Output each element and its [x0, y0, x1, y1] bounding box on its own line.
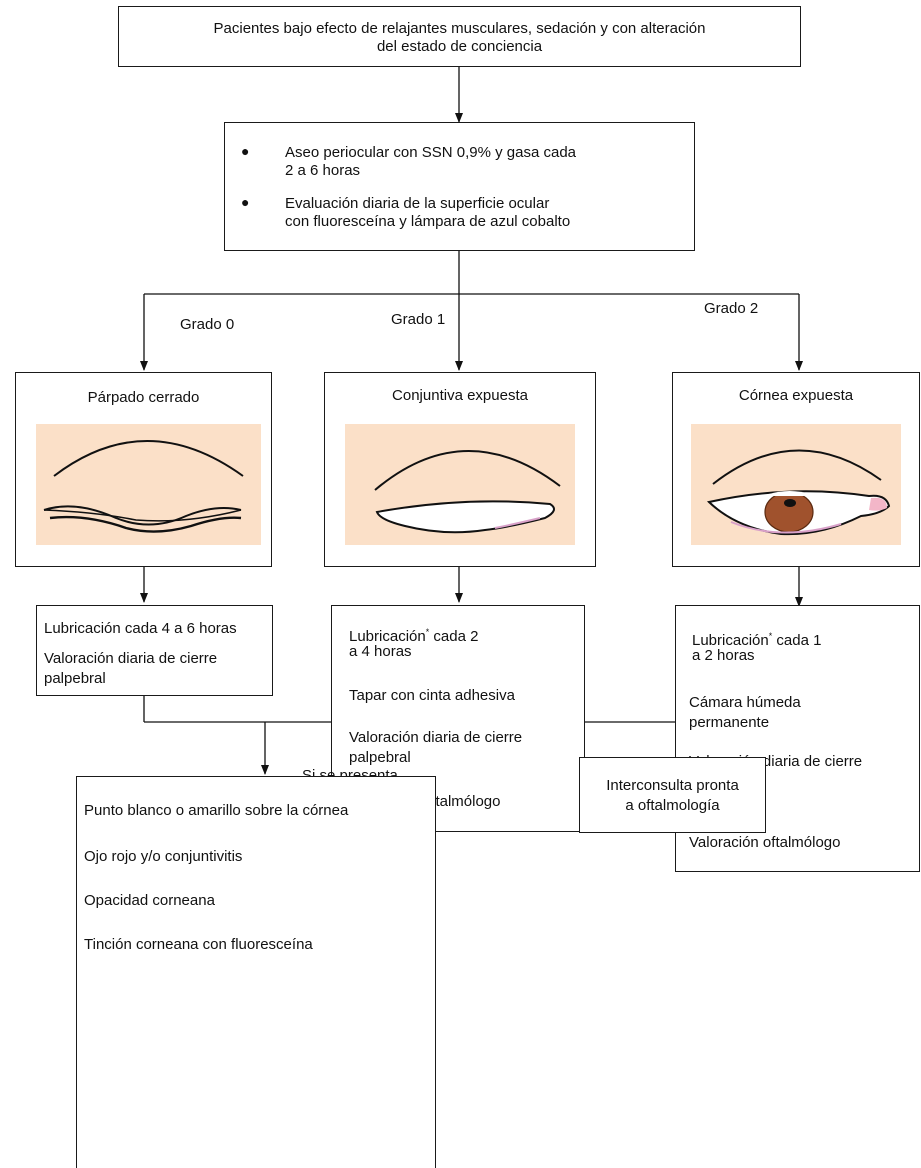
bullet-icon: ●	[241, 143, 250, 159]
grade-1-label: Grado 1	[391, 311, 446, 328]
exposed-cornea-illustration	[691, 424, 901, 545]
care-item-2-line-2: con fluoresceína y lámpara de azul cobal…	[285, 213, 571, 230]
patients-line-1: Pacientes bajo efecto de relajantes musc…	[213, 20, 706, 37]
actions1-lubrication-line-1: Lubricación* cada 2	[349, 622, 478, 647]
asterisk-mark: *	[768, 631, 773, 641]
actions-grade1-box: Lubricación* cada 2 a 4 horas Tapar con …	[331, 605, 585, 832]
actions1-assessment-line-2: palpebral	[349, 749, 411, 766]
actions2-ophthalmologist: Valoración oftalmólogo	[689, 834, 841, 851]
referral-box: Interconsulta pronta a oftalmología	[579, 757, 766, 833]
state-exposed-conjunctiva-box: Conjuntiva expuesta	[324, 372, 596, 567]
state-exposed-conjunctiva-title: Conjuntiva expuesta	[392, 387, 528, 404]
actions2-lubrication-line-2: a 2 horas	[692, 647, 755, 664]
asterisk-mark: *	[425, 627, 430, 637]
actions2-lubrication-word: Lubricación	[692, 632, 769, 649]
actions2-humid-chamber-line-1: Cámara húmeda	[689, 694, 801, 711]
sign-white-yellow-spot: Punto blanco o amarillo sobre la córnea	[84, 802, 349, 819]
actions1-lubrication-line-2: a 4 horas	[349, 643, 412, 660]
grade-2-label: Grado 2	[704, 300, 759, 317]
actions2-lubrication-line-1: Lubricación* cada 1	[692, 626, 821, 651]
signs-box: Punto blanco o amarillo sobre la córnea …	[76, 776, 436, 1168]
referral-line-2: a oftalmología	[625, 797, 720, 814]
state-exposed-cornea-title: Córnea expuesta	[738, 387, 854, 404]
state-closed-lid-box: Párpado cerrado	[15, 372, 272, 567]
sign-fluorescein-staining: Tinción corneana con fluoresceína	[84, 936, 313, 953]
closed-eyelid-illustration	[36, 424, 261, 545]
actions0-assessment-line-1: Valoración diaria de cierre	[44, 650, 218, 667]
actions2-humid-chamber-line-2: permanente	[689, 714, 770, 731]
actions0-assessment-line-2: palpebral	[44, 670, 106, 687]
actions1-assessment-line-1: Valoración diaria de cierre	[349, 729, 523, 746]
care-item-2-line-1: Evaluación diaria de la superficie ocula…	[285, 195, 550, 212]
exposed-conjunctiva-illustration	[345, 424, 575, 545]
actions2-lubrication-rest: cada 1	[772, 632, 822, 649]
referral-line-1: Interconsulta pronta	[606, 777, 739, 794]
actions1-lubrication-rest: cada 2	[429, 628, 479, 645]
sign-red-eye: Ojo rojo y/o conjuntivitis	[84, 848, 243, 865]
actions1-lubrication-word: Lubricación	[349, 628, 426, 645]
state-exposed-cornea-box: Córnea expuesta	[672, 372, 920, 567]
state-closed-lid-title: Párpado cerrado	[87, 389, 200, 406]
exposed-conjunctiva-icon	[374, 450, 561, 534]
care-item-1-line-2: 2 a 6 horas	[285, 162, 361, 179]
actions-grade0-box: Lubricación cada 4 a 6 horas Valoración …	[36, 605, 273, 696]
grade-0-label: Grado 0	[180, 316, 235, 333]
sign-corneal-opacity: Opacidad corneana	[84, 892, 215, 909]
actions0-lubrication: Lubricación cada 4 a 6 horas	[44, 620, 237, 637]
closed-eye-icon	[43, 440, 244, 533]
patients-line-2: del estado de conciencia	[376, 38, 543, 55]
care-box: ● Aseo periocular con SSN 0,9% y gasa ca…	[224, 122, 695, 251]
exposed-cornea-eye-icon	[706, 449, 891, 536]
actions1-tape: Tapar con cinta adhesiva	[349, 687, 515, 704]
bullet-icon: ●	[241, 194, 250, 210]
care-item-1-line-1: Aseo periocular con SSN 0,9% y gasa cada	[285, 144, 576, 161]
patients-box: Pacientes bajo efecto de relajantes musc…	[118, 6, 801, 67]
